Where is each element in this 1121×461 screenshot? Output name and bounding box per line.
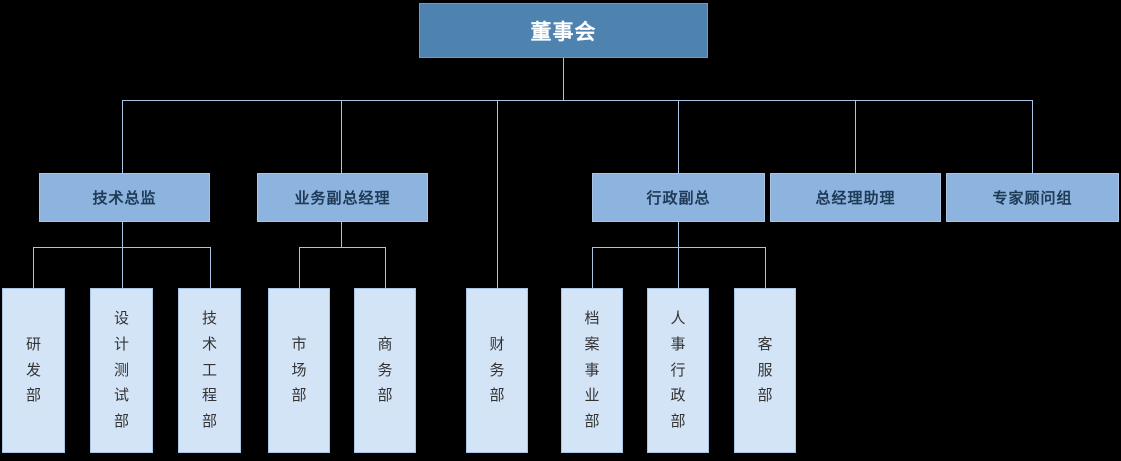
- node-expert-advisory-group[interactable]: 专家顾问组: [946, 173, 1119, 222]
- node-label-vertical: 设计测试部: [114, 306, 129, 435]
- node-label-vertical: 客服部: [757, 332, 772, 409]
- node-business-vp[interactable]: 业务副总经理: [257, 173, 428, 222]
- node-customer-service-dept[interactable]: 客服部: [734, 288, 796, 453]
- connector-drop-design-test-dept: [122, 247, 123, 288]
- node-label: 总经理助理: [815, 189, 896, 207]
- node-label: 专家顾问组: [992, 189, 1073, 207]
- connector-business-vp-stem: [341, 222, 342, 247]
- node-label-vertical: 财务部: [489, 332, 504, 409]
- node-label-char: 工: [201, 360, 217, 379]
- node-marketing-dept[interactable]: 市场部: [268, 288, 330, 453]
- node-commerce-dept[interactable]: 商务部: [354, 288, 416, 453]
- node-gm-assistant[interactable]: 总经理助理: [770, 173, 941, 222]
- connector-tech-director-stem: [122, 222, 123, 247]
- connector-drop-business-vp: [341, 100, 342, 173]
- connector-drop-expert-group: [1032, 100, 1033, 173]
- node-label-char: 服: [757, 360, 773, 379]
- node-label-char: 计: [113, 334, 129, 353]
- node-label-vertical: 市场部: [291, 332, 306, 409]
- node-label-char: 市: [291, 334, 307, 353]
- node-label-char: 技: [201, 309, 217, 327]
- node-label-char: 场: [291, 360, 307, 379]
- node-label-vertical: 人事行政部: [670, 306, 685, 435]
- node-label-char: 设: [113, 309, 129, 327]
- connector-tech-director-bus: [33, 247, 210, 248]
- node-label-vertical: 研发部: [26, 332, 41, 409]
- node-label-char: 事: [584, 360, 600, 379]
- node-label: 业务副总经理: [294, 189, 391, 207]
- connector-drop-rd-dept: [33, 247, 34, 288]
- node-label-char: 部: [670, 412, 686, 431]
- node-label-char: 部: [757, 386, 773, 405]
- node-label-char: 务: [377, 360, 393, 379]
- node-label-char: 案: [584, 334, 600, 353]
- node-label-char: 研: [25, 334, 41, 353]
- node-label-char: 部: [584, 412, 600, 431]
- node-label-char: 政: [670, 386, 686, 405]
- connector-main-bus: [122, 100, 1033, 101]
- node-label-char: 财: [489, 334, 505, 353]
- connector-drop-gm-assistant: [855, 100, 856, 173]
- node-board-of-directors[interactable]: 董事会: [419, 3, 708, 58]
- node-label-char: 测: [113, 360, 129, 379]
- node-label-char: 商: [377, 334, 393, 353]
- node-label-char: 部: [377, 386, 393, 405]
- node-label-char: 部: [291, 386, 307, 405]
- node-tech-engineering-dept[interactable]: 技术工程部: [178, 288, 241, 453]
- node-label: 技术总监: [92, 189, 157, 207]
- node-rd-dept[interactable]: 研发部: [2, 288, 65, 453]
- node-label-char: 部: [489, 386, 505, 405]
- node-label-char: 程: [201, 386, 217, 405]
- node-label-char: 发: [25, 360, 41, 379]
- connector-business-vp-bus: [299, 247, 385, 248]
- connector-drop-commerce-dept: [385, 247, 386, 288]
- connector-drop-archive-dept: [592, 247, 593, 288]
- node-label-char: 务: [489, 360, 505, 379]
- node-tech-director[interactable]: 技术总监: [39, 173, 210, 222]
- connector-drop-customer-service-dept: [765, 247, 766, 288]
- node-label-char: 部: [113, 412, 129, 431]
- node-label-vertical: 档案事业部: [584, 306, 599, 435]
- node-label: 董事会: [530, 19, 597, 44]
- node-label-char: 行: [670, 360, 686, 379]
- connector-drop-admin-vp: [678, 100, 679, 173]
- node-label-char: 术: [201, 334, 217, 353]
- connector-drop-hr-admin-dept: [678, 247, 679, 288]
- node-finance-dept[interactable]: 财务部: [466, 288, 528, 453]
- node-label-char: 客: [757, 334, 773, 353]
- node-label-char: 部: [201, 412, 217, 431]
- node-label-vertical: 技术工程部: [202, 306, 217, 435]
- node-label: 行政副总: [646, 189, 711, 207]
- connector-drop-tech-director: [122, 100, 123, 173]
- node-label-char: 部: [25, 386, 41, 405]
- connector-drop-marketing-dept: [299, 247, 300, 288]
- node-label-vertical: 商务部: [377, 332, 392, 409]
- connector-drop-tech-engineering-dept: [210, 247, 211, 288]
- node-label-char: 试: [113, 386, 129, 405]
- connector-admin-vp-stem: [678, 222, 679, 247]
- node-label-char: 事: [670, 334, 686, 353]
- node-label-char: 人: [670, 309, 686, 327]
- node-hr-admin-dept[interactable]: 人事行政部: [647, 288, 709, 453]
- node-label-char: 档: [584, 309, 600, 327]
- node-label-char: 业: [584, 386, 600, 405]
- node-archive-business-dept[interactable]: 档案事业部: [561, 288, 623, 453]
- connector-drop-finance-dept: [497, 100, 498, 288]
- node-admin-vp[interactable]: 行政副总: [592, 173, 765, 222]
- connector-root-stem: [563, 58, 564, 100]
- node-design-test-dept[interactable]: 设计测试部: [90, 288, 153, 453]
